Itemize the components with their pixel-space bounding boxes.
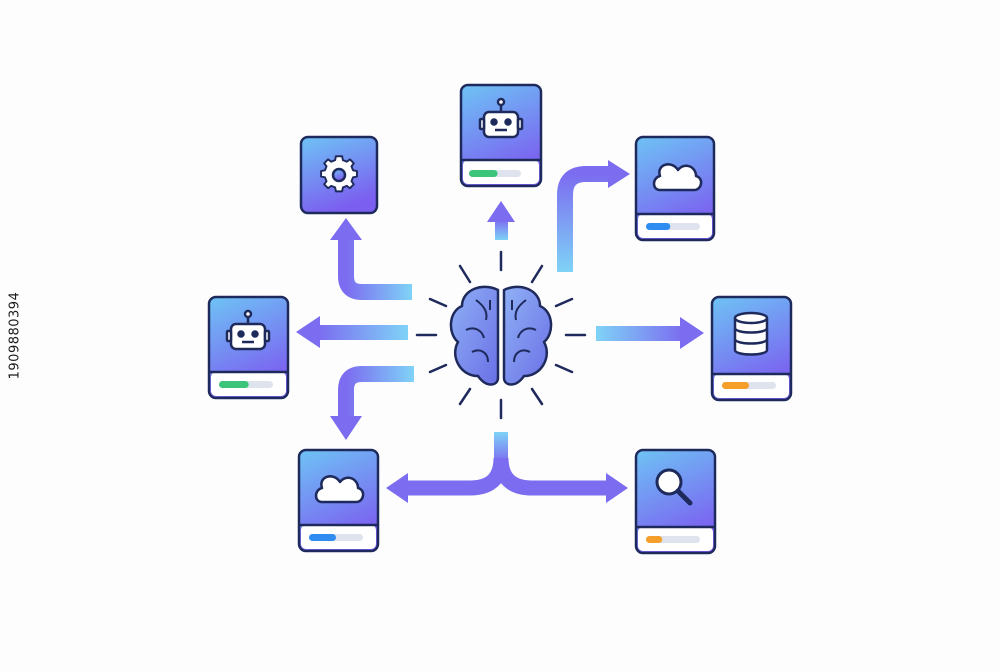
brain-icon <box>449 285 553 386</box>
watermark-id: 1909880394 <box>7 291 23 380</box>
node-gear <box>299 135 379 215</box>
node-search-bottom-right <box>634 448 717 555</box>
node-cloud-top-right <box>634 135 716 242</box>
robot-icon <box>478 97 524 139</box>
progress-bar <box>469 170 521 177</box>
arrow-to-robot-top <box>487 201 515 240</box>
arrow-to-cloud-bottom-left <box>330 366 414 440</box>
node-robot-top <box>459 83 543 188</box>
progress-bar <box>646 536 700 543</box>
arrow-to-gear <box>330 218 412 300</box>
node-robot-left <box>207 295 290 400</box>
progress-bar <box>722 382 776 389</box>
cloud-icon <box>652 163 703 192</box>
node-cloud-bottom-left <box>297 448 380 553</box>
robot-icon <box>225 309 271 351</box>
arrow-to-cloud-top-right <box>557 160 630 272</box>
central-hub <box>415 250 587 420</box>
database-icon <box>733 311 769 356</box>
progress-bar <box>646 223 700 230</box>
arrow-to-database <box>596 317 704 349</box>
node-database-right <box>710 295 793 402</box>
connector-arrows <box>296 160 704 503</box>
search-icon <box>655 468 693 506</box>
radiating-lines <box>415 250 587 420</box>
progress-bar <box>309 534 363 541</box>
progress-bar <box>219 381 273 388</box>
stock-watermark: 1909880394 <box>2 0 28 671</box>
gear-icon <box>320 155 358 193</box>
arrow-to-robot-left <box>296 316 408 348</box>
cloud-icon <box>314 475 365 504</box>
arrow-fork-bottom <box>386 432 628 503</box>
